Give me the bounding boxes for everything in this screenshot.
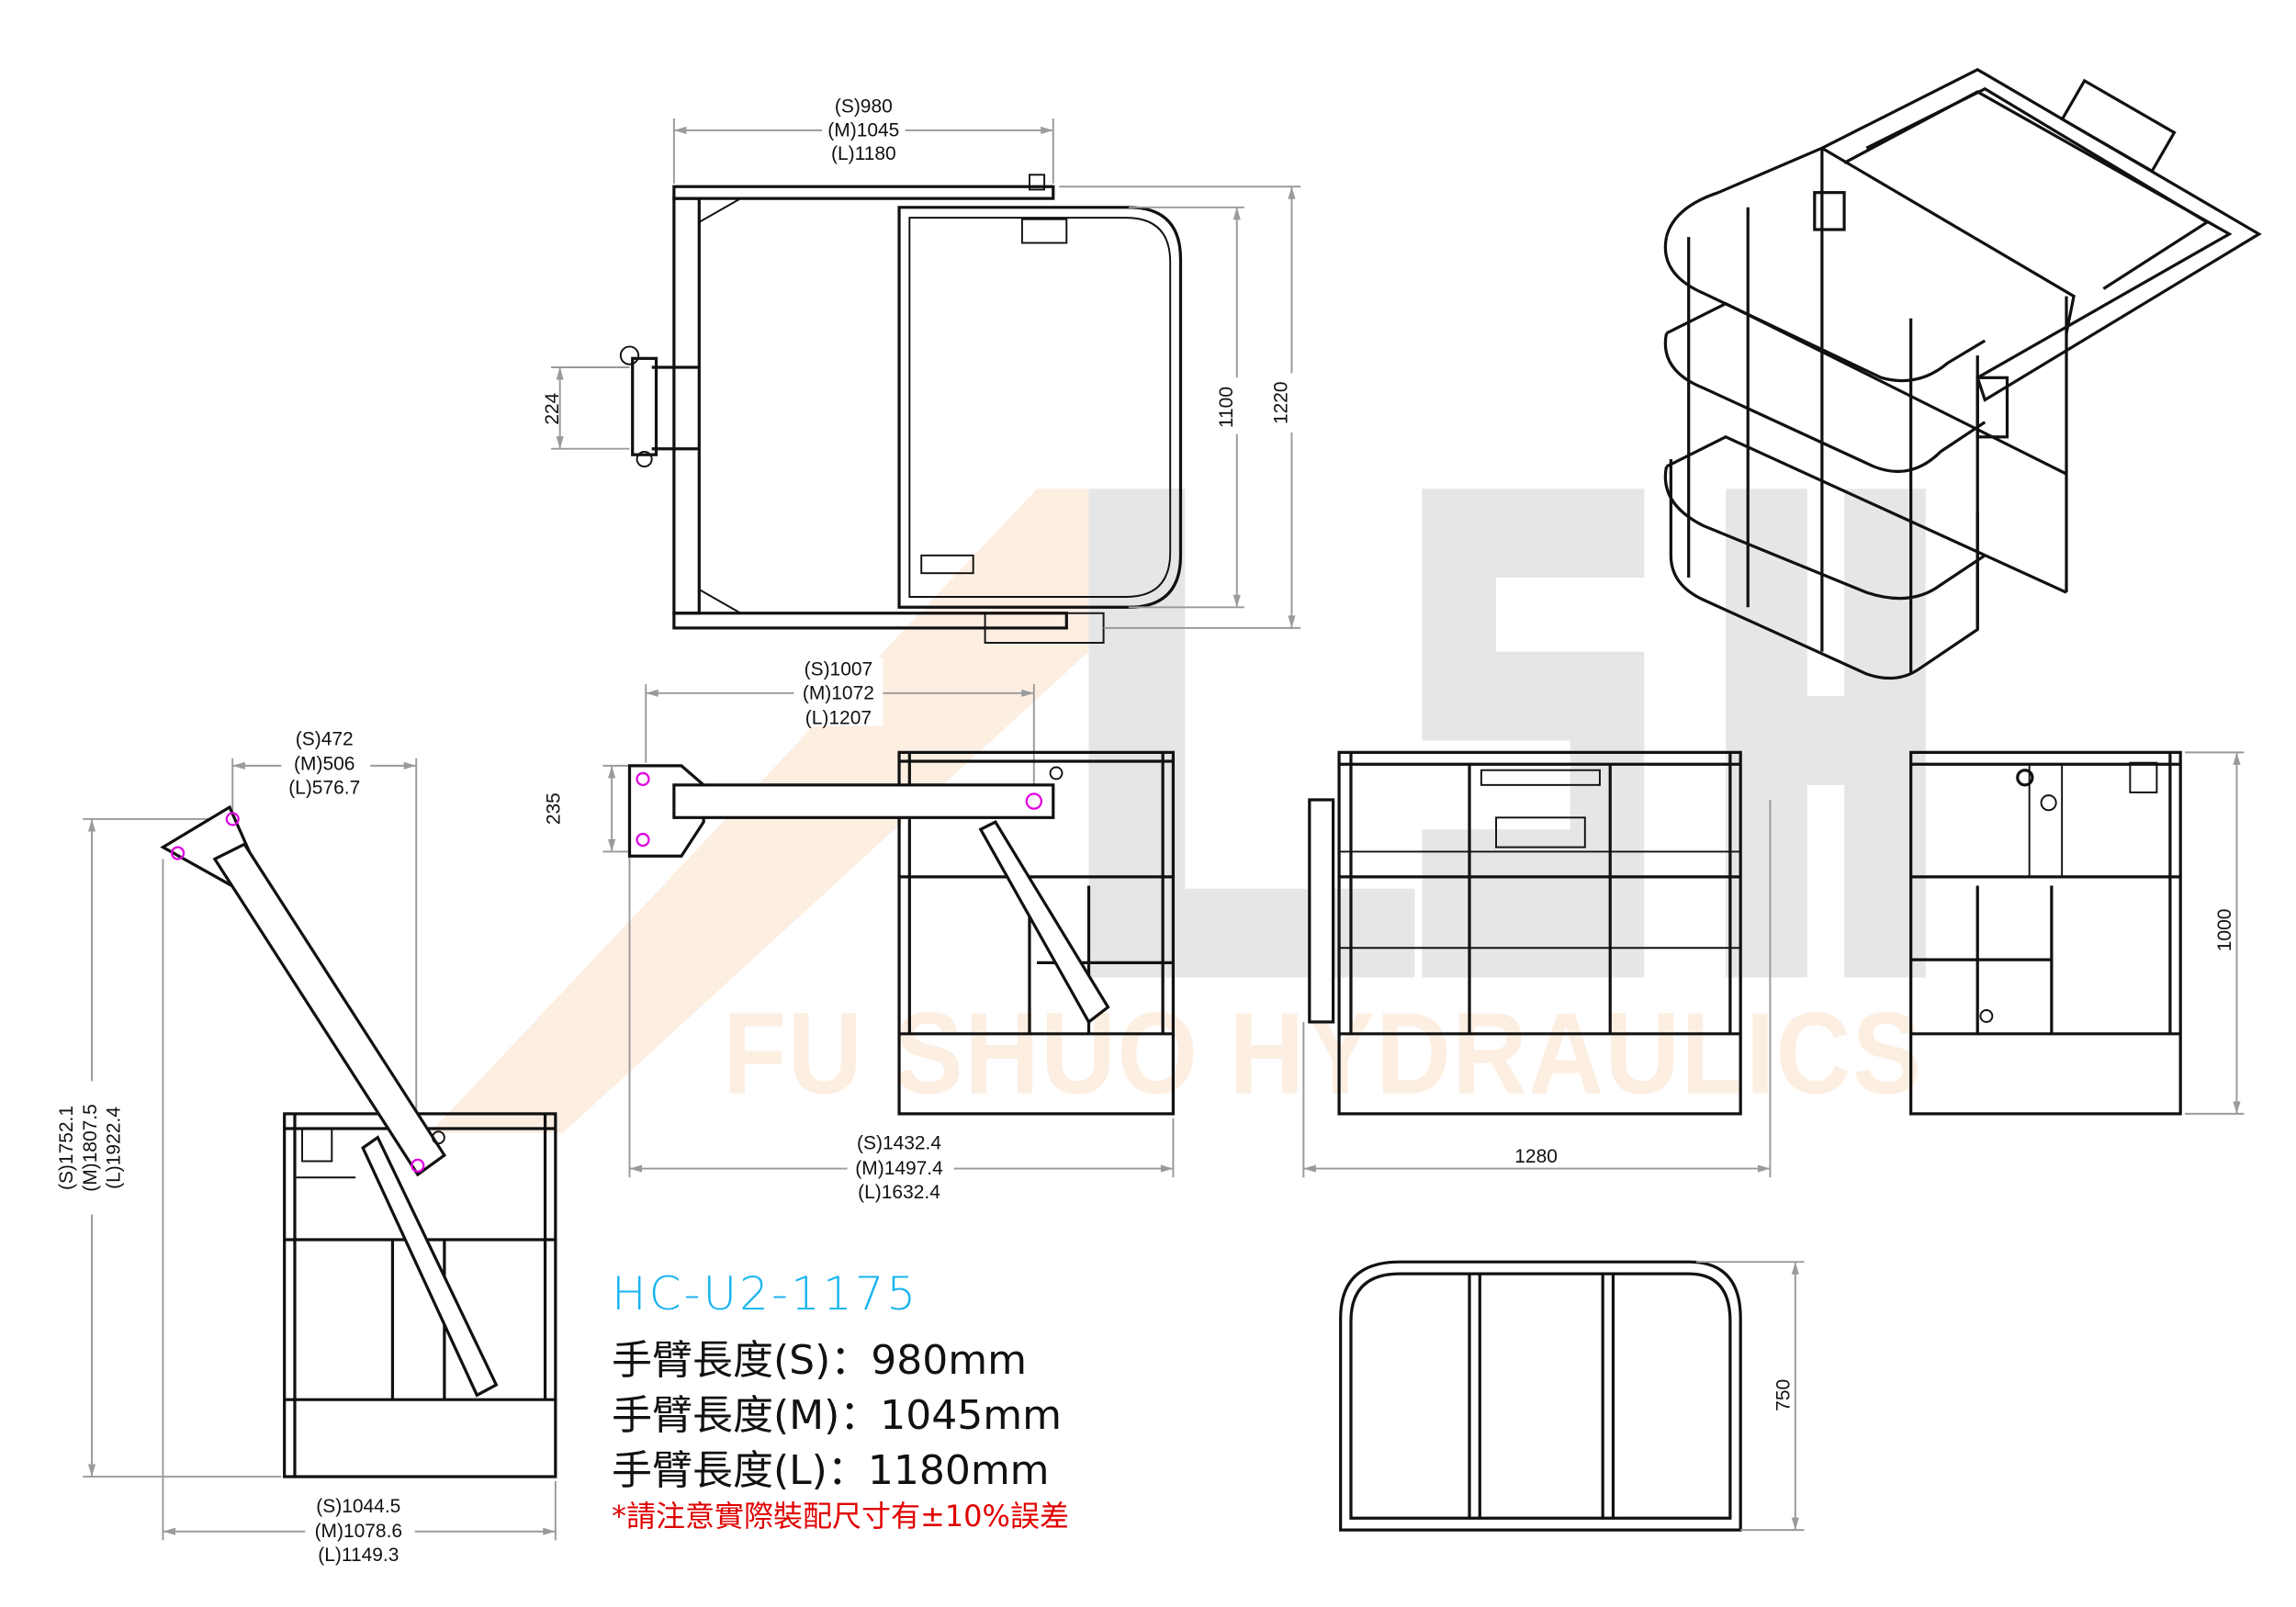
dim-plan-depth: 750 (1773, 1379, 1794, 1411)
dim-top-width-l: (L)1180 (831, 143, 896, 164)
side-view-level: (S)1007 (M)1072 (L)1207 235 (S)1432.4 (M… (544, 657, 1176, 1203)
tolerance-note: *請注意實際裝配尺寸有±10%誤差 (612, 1499, 1069, 1534)
dim-height-s: (S)1752.1 (56, 1106, 77, 1190)
side-view-tilted: (S)472 (M)506 (L)576.7 (S)1752.1 (M)1807… (53, 725, 557, 1566)
dim-inner-height: 1100 (1216, 387, 1237, 428)
rear-view: 1000 (1909, 750, 2245, 1116)
dim-overall-m: (M)1497.4 (855, 1158, 943, 1179)
dim-arm-offset-s: (S)472 (296, 728, 354, 749)
dim-arm-offset-m: (M)506 (294, 754, 355, 775)
dim-pin-spacing: 224 (542, 392, 563, 424)
dim-top-width-m: (M)1045 (827, 119, 899, 140)
arm-length-l: 手臂長度(L)：1180mm (612, 1447, 1050, 1494)
dim-arm-length-l: (L)1207 (805, 708, 872, 729)
dim-height-l: (L)1922.4 (104, 1107, 125, 1189)
watermark-letter-h (1726, 489, 1926, 978)
plan-view: 750 (1339, 1260, 1805, 1532)
dim-arm-length-m: (M)1072 (803, 682, 874, 703)
watermark-letter-s (1422, 489, 1645, 978)
arm-length-m: 手臂長度(M)：1045mm (612, 1392, 1062, 1439)
isometric-view (1663, 67, 2262, 680)
dim-front-width: 1280 (1514, 1146, 1558, 1167)
dim-width-m: (M)1078.6 (315, 1521, 402, 1542)
dim-width-s: (S)1044.5 (316, 1496, 400, 1517)
dim-width-l: (L)1149.3 (318, 1545, 399, 1566)
dim-top-width-s: (S)980 (835, 96, 893, 118)
dim-overall-s: (S)1432.4 (857, 1133, 941, 1154)
dim-height-m: (M)1807.5 (80, 1104, 101, 1192)
model-number: HC-U2-1175 (612, 1267, 919, 1320)
dim-bracket-height: 235 (544, 792, 565, 825)
dim-overall-l: (L)1632.4 (858, 1182, 940, 1203)
front-view: 1280 (1302, 750, 1772, 1178)
arm-length-s: 手臂長度(S)：980mm (612, 1337, 1027, 1384)
dim-arm-length-s: (S)1007 (805, 658, 873, 680)
top-view: (S)980 (M)1045 (L)1180 224 1100 1220 (542, 95, 1301, 644)
dim-arm-offset-l: (L)576.7 (288, 778, 360, 799)
dim-rear-height: 1000 (2214, 909, 2235, 952)
dim-outer-height: 1220 (1271, 381, 1292, 424)
